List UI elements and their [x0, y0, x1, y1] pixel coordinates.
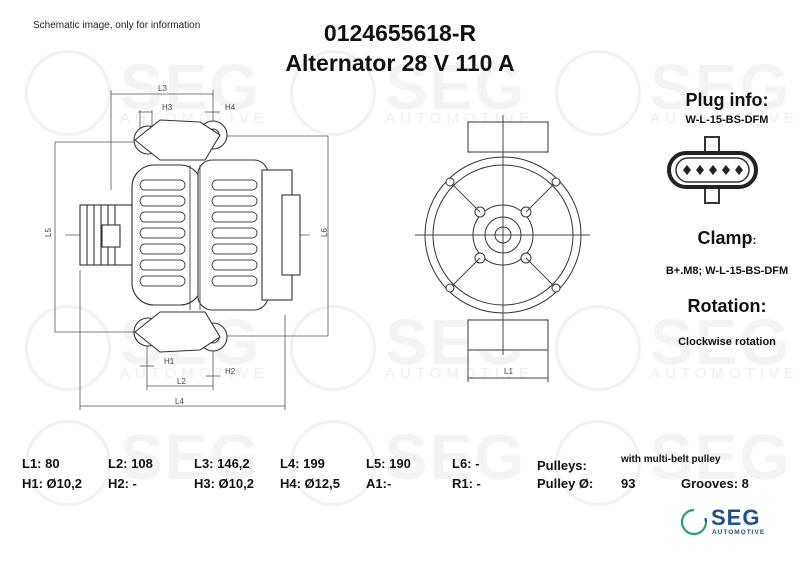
spec-h1: H1: Ø10,2: [22, 476, 82, 491]
rotation-value: Clockwise rotation: [678, 336, 776, 348]
dim-label-h3: H3: [162, 103, 173, 112]
plug-info-value: W-L-15-BS-DFM: [685, 114, 769, 126]
spec-l6: L6: -: [452, 456, 480, 471]
seg-automotive-logo: SEG AUTOMOTIVE: [680, 505, 780, 540]
connector-plug-icon: [667, 136, 758, 204]
dim-label-h1: H1: [164, 357, 175, 366]
alternator-front-view-drawing: L1: [415, 115, 590, 382]
spec-r1: R1: -: [452, 476, 481, 491]
spec-h4: H4: Ø12,5: [280, 476, 340, 491]
spec-l2: L2: 108: [108, 456, 153, 471]
dim-label-h2: H2: [225, 367, 236, 376]
pulley-diameter-label: Pulley Ø:: [537, 476, 594, 491]
pulleys-value: with multi-belt pulley: [621, 454, 721, 465]
spec-l3: L3: 146,2: [194, 456, 250, 471]
grooves-value: Grooves: 8: [681, 476, 749, 491]
logo-brand: SEG: [711, 505, 761, 530]
plug-info-heading: Plug info:: [685, 90, 769, 110]
dim-label-l4: L4: [175, 397, 184, 406]
logo-ring-icon: [680, 508, 708, 536]
dim-label-l1: L1: [504, 367, 513, 376]
spec-l1: L1: 80: [22, 456, 60, 471]
part-number: 0124655618-R: [323, 20, 477, 46]
spec-a1: A1:-: [366, 476, 392, 491]
spec-h3: H3: Ø10,2: [194, 476, 254, 491]
clamp-value: B+.M8; W-L-15-BS-DFM: [665, 265, 789, 277]
spec-l5: L5: 190: [366, 456, 411, 471]
product-title: Alternator 28 V 110 A: [285, 50, 515, 76]
schematic-note: Schematic image, only for information: [33, 20, 201, 31]
pulley-diameter-value: 93: [621, 476, 636, 491]
dim-label-l5: L5: [44, 228, 53, 237]
pulleys-label: Pulleys:: [537, 458, 587, 473]
spec-l4: L4: 199: [280, 456, 325, 471]
dim-label-l6: L6: [320, 228, 329, 237]
rotation-heading: Rotation:: [687, 296, 767, 316]
logo-sub: AUTOMOTIVE: [712, 529, 766, 536]
spec-h2: H2: -: [108, 476, 137, 491]
dim-label-h4: H4: [225, 103, 236, 112]
dim-label-l2: L2: [177, 377, 186, 386]
clamp-heading: Clamp:: [697, 228, 757, 248]
dim-label-l3: L3: [158, 84, 167, 93]
alternator-side-view-drawing: L3 H3 H4 L5 L6 H1 H2 L2 L4: [44, 84, 329, 410]
